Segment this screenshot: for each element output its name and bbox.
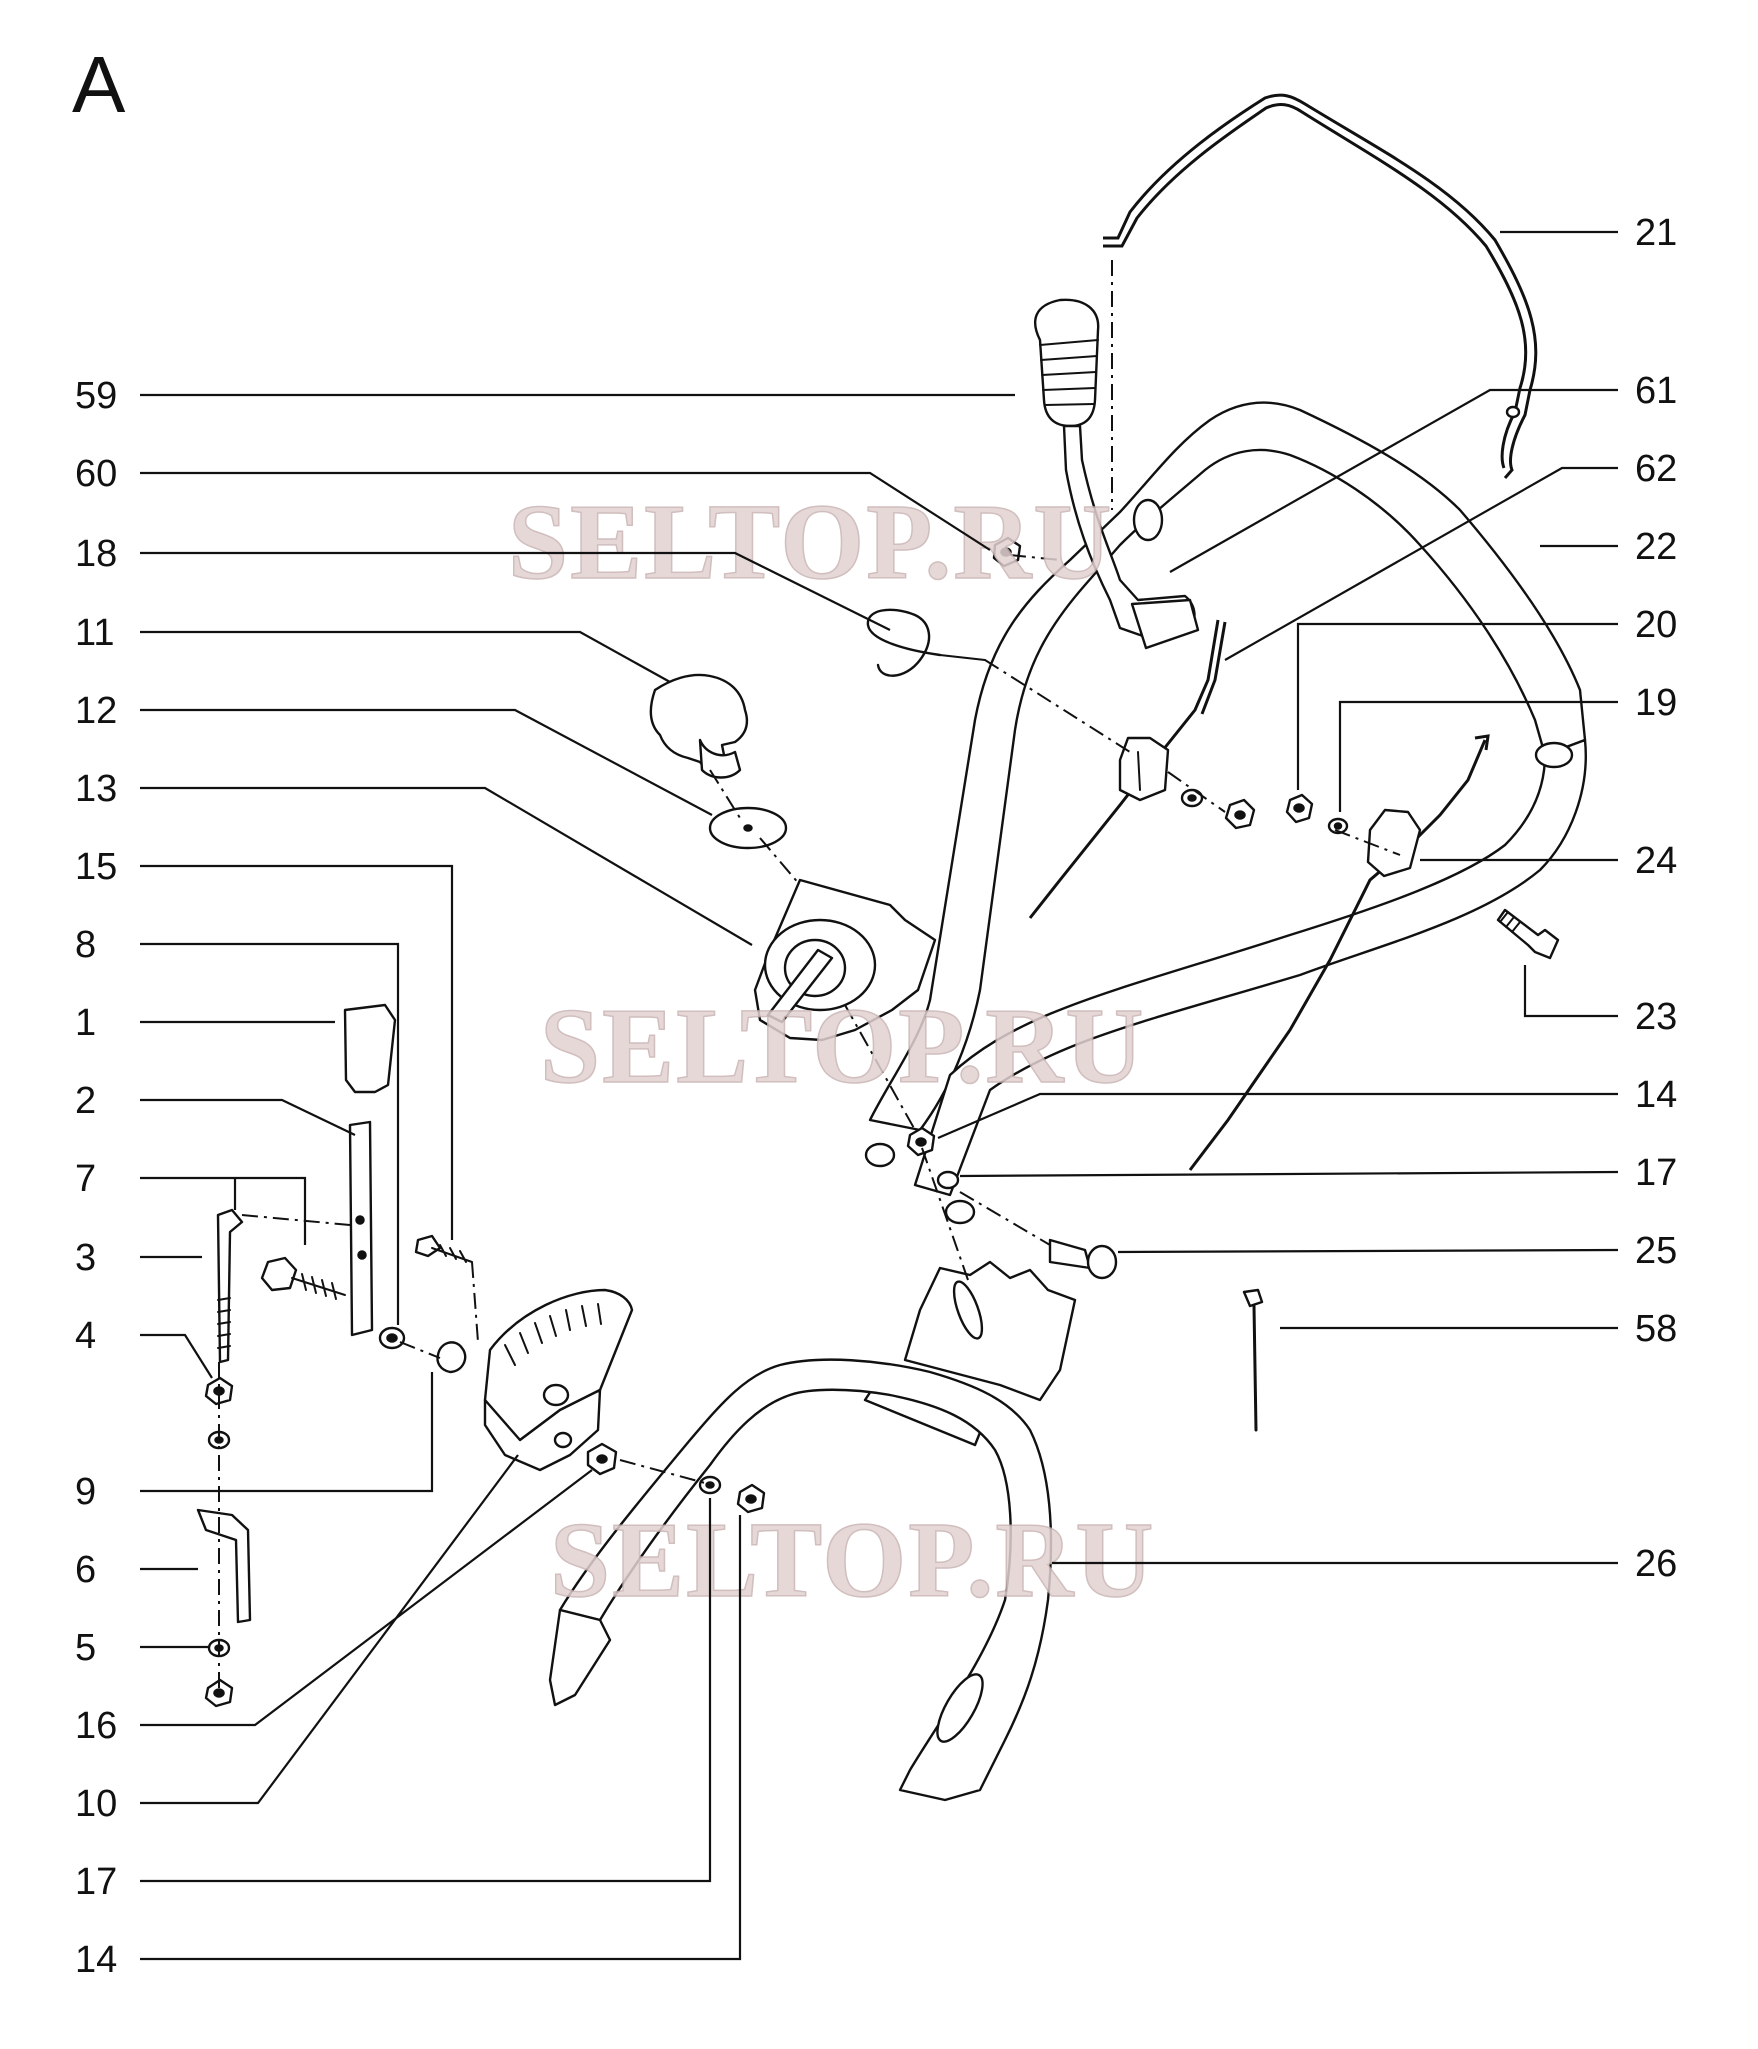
callout-label: 6	[75, 1549, 96, 1591]
callout-label: 7	[75, 1158, 96, 1200]
spring-9	[436, 1341, 467, 1374]
callout-label: 10	[75, 1783, 117, 1825]
callout-label: 19	[1635, 682, 1677, 724]
callout-label: 21	[1635, 212, 1677, 254]
callout-label: 17	[1635, 1152, 1677, 1194]
callout-label: 62	[1635, 448, 1677, 490]
callout-label: 11	[75, 612, 114, 654]
carriage-bolt-25	[1048, 1238, 1092, 1270]
cable-tie-58	[1242, 1288, 1264, 1308]
cable-24	[1188, 739, 1487, 1171]
callout-label: 3	[75, 1237, 96, 1279]
callout-label: 60	[75, 453, 117, 495]
bolt-7	[260, 1256, 298, 1292]
callout-label: 20	[1635, 604, 1677, 646]
star-knob-11	[649, 673, 749, 769]
callout-label: 14	[75, 1939, 117, 1981]
lever-bar-2	[348, 1120, 374, 1337]
watermark: SELTOP.RU	[508, 483, 1113, 602]
notched-plate	[903, 1260, 1077, 1402]
section-letter: A	[72, 40, 126, 129]
callout-label: 58	[1635, 1308, 1677, 1350]
callout-label: 26	[1635, 1543, 1677, 1585]
callout-label: 4	[75, 1315, 96, 1357]
callout-label: 61	[1635, 370, 1677, 412]
callout-label: 17	[75, 1861, 117, 1903]
callout-label: 12	[75, 690, 117, 732]
cable-clamp-upper	[1118, 736, 1170, 802]
callout-label: 8	[75, 924, 96, 966]
callout-label: 5	[75, 1627, 96, 1669]
callout-label: 16	[75, 1705, 117, 1747]
callout-label: 2	[75, 1080, 96, 1122]
callout-label: 14	[1635, 1074, 1677, 1116]
watermarks: SELTOP.RU SELTOP.RU SELTOP.RU	[507, 482, 1155, 1621]
lower-handle-26	[558, 1358, 1053, 1802]
watermark: SELTOP.RU	[550, 1501, 1155, 1620]
cable-clamp-lower	[1366, 808, 1422, 878]
callout-label: 13	[75, 768, 117, 810]
callout-label: 23	[1635, 996, 1677, 1038]
callout-label: 25	[1635, 1230, 1677, 1272]
right-callouts: 21 61 62 22 20 19 24 23 14 17 25 58 26	[937, 212, 1677, 1585]
callout-label: 18	[75, 533, 117, 575]
hairpin-18	[866, 608, 942, 677]
callout-label: 59	[75, 375, 117, 417]
rod-3	[216, 1208, 244, 1364]
callout-label: 9	[75, 1471, 96, 1513]
callout-label: 15	[75, 846, 117, 888]
bracket-6	[196, 1508, 252, 1624]
callout-label: 24	[1635, 840, 1677, 882]
lever-cap-1	[343, 1003, 397, 1094]
bolt-23	[1496, 908, 1560, 960]
callout-label: 22	[1635, 526, 1677, 568]
lever-grip-59	[1034, 298, 1100, 428]
watermark: SELTOP.RU	[540, 987, 1145, 1106]
callout-label: 1	[75, 1002, 96, 1044]
handle-assembly-drawing	[196, 93, 1587, 1802]
left-callouts: 59 60 18 11 12 13 15 8 1 2 7 3 4 9 6 5	[75, 375, 1015, 1981]
